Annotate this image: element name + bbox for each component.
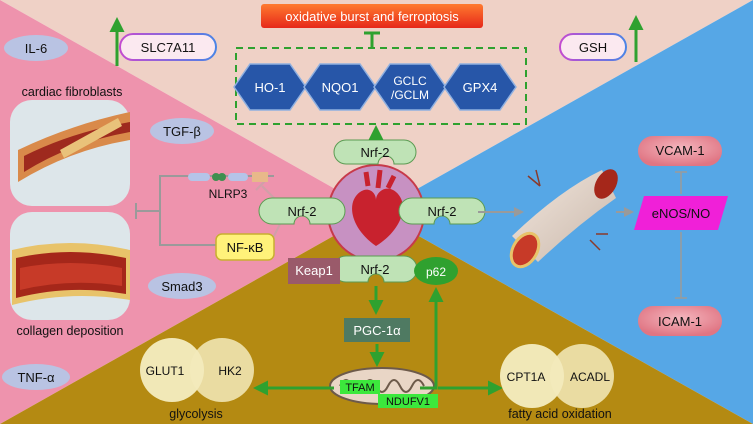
tnf-bubble <box>2 364 70 390</box>
gsh-pill <box>559 33 627 61</box>
artery-image <box>509 169 618 269</box>
heart-icon <box>352 169 403 246</box>
nrf2-blobs <box>258 139 486 283</box>
hex-gclc <box>373 63 447 111</box>
hex-gpx4 <box>443 63 517 111</box>
hex-nqo1 <box>303 63 377 111</box>
nlrp3-molecule <box>188 172 268 182</box>
collagen-label: collagen deposition <box>16 324 123 338</box>
vcam-pill <box>638 136 722 166</box>
glycolysis-label: glycolysis <box>169 407 223 421</box>
tnf-label: TNF-α <box>17 370 55 385</box>
gene-gclc-label: GCLC/GCLM <box>391 74 429 102</box>
fao-label: fatty acid oxidation <box>508 407 612 421</box>
cpt1a-label: CPT1A <box>507 370 546 384</box>
acadl-circle <box>550 344 614 408</box>
p62-bubble <box>414 257 458 285</box>
keap1-label: Keap1 <box>295 263 333 278</box>
nrf2-right-label: Nrf-2 <box>428 204 457 219</box>
acadl-label: ACADL <box>570 370 610 384</box>
vcam-label: VCAM-1 <box>655 143 704 158</box>
il6-label: IL-6 <box>25 41 47 56</box>
oxidative-burst-banner <box>261 4 483 28</box>
smad3-label: Smad3 <box>161 279 202 294</box>
glut1-circle <box>140 338 204 402</box>
hk2-circle <box>190 338 254 402</box>
tfam-tag <box>340 380 380 394</box>
tgf-bubble <box>150 118 214 144</box>
cpt1a-circle <box>500 344 564 408</box>
hex-ho1 <box>233 63 307 111</box>
gsh-label: GSH <box>579 40 607 55</box>
slc7a11-label: SLC7A11 <box>141 40 196 55</box>
collagen-vessel-image <box>10 212 130 320</box>
il6-bubble <box>4 35 68 61</box>
pgc-label: PGC-1α <box>353 323 401 338</box>
icam-label: ICAM-1 <box>658 314 702 329</box>
hk2-label: HK2 <box>218 364 242 378</box>
p62-label: p62 <box>426 265 446 279</box>
pgc-box <box>344 318 410 342</box>
tfam-label: TFAM <box>345 382 374 394</box>
gene-nqo1-label: NQO1 <box>322 80 359 95</box>
nlrp3-label: NLRP3 <box>209 187 248 201</box>
tgf-label: TGF-β <box>163 124 201 139</box>
gene-hexagons <box>233 63 517 111</box>
ndufv1-tag <box>378 394 438 408</box>
nrf2-left-label: Nrf-2 <box>288 204 317 219</box>
gene-gpx4-label: GPX4 <box>463 80 498 95</box>
smad3-bubble <box>148 273 216 299</box>
oxidative-burst-label: oxidative burst and ferroptosis <box>285 9 459 24</box>
target-genes-box <box>235 47 527 125</box>
gene-ho1-label: HO-1 <box>254 80 285 95</box>
fibroblast-vessel-image <box>10 100 130 206</box>
slc7a11-pill <box>119 33 217 61</box>
nfkb-box <box>215 233 275 261</box>
nrf2-top-label: Nrf-2 <box>361 145 390 160</box>
glut1-label: GLUT1 <box>146 364 185 378</box>
keap1-box <box>288 258 340 284</box>
icam-pill <box>638 306 722 336</box>
enos-box <box>634 196 728 230</box>
enos-label: eNOS/NO <box>652 206 711 221</box>
nrf2-bottom-label: Nrf-2 <box>361 262 390 277</box>
ndufv1-label: NDUFV1 <box>386 396 430 408</box>
nfkb-label: NF-κB <box>227 240 264 255</box>
cardiac-fibroblasts-label: cardiac fibroblasts <box>22 85 123 99</box>
